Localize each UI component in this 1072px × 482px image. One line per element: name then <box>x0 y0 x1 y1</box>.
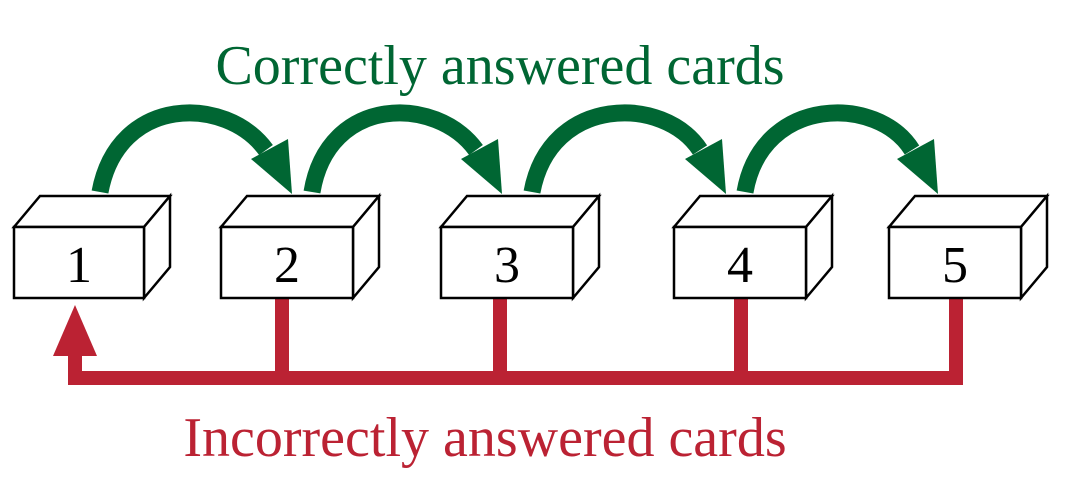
box-1 <box>11 192 173 302</box>
boxes <box>11 192 1050 302</box>
arrowhead-into-box-4 <box>685 139 726 194</box>
box-3 <box>438 192 602 302</box>
box-2 <box>218 192 382 302</box>
box-1-number: 1 <box>66 237 92 294</box>
box-5 <box>886 192 1050 302</box>
correct-arrows <box>91 104 920 194</box>
box-numbers: 1 2 3 4 5 <box>66 237 968 294</box>
arrowhead-into-box-1 <box>53 305 97 356</box>
correct-arrow-3-to-4 <box>523 104 708 194</box>
correct-arrow-2-to-3 <box>303 104 483 194</box>
arrowhead-into-box-5 <box>897 139 938 194</box>
box-5-number: 5 <box>942 237 968 294</box>
correct-arrowheads <box>251 139 938 194</box>
box-2-number: 2 <box>274 237 300 294</box>
arrowhead-into-box-2 <box>251 139 292 194</box>
incorrect-return-lines <box>68 299 963 385</box>
box-3-number: 3 <box>494 237 520 294</box>
box-4 <box>671 192 835 302</box>
incorrect-caption: Incorrectly answered cards <box>183 407 786 469</box>
box-4-number: 4 <box>727 237 753 294</box>
arrowhead-into-box-3 <box>461 139 502 194</box>
correct-caption: Correctly answered cards <box>215 35 784 97</box>
correct-arrow-1-to-2 <box>91 104 273 194</box>
correct-arrow-4-to-5 <box>736 104 920 194</box>
